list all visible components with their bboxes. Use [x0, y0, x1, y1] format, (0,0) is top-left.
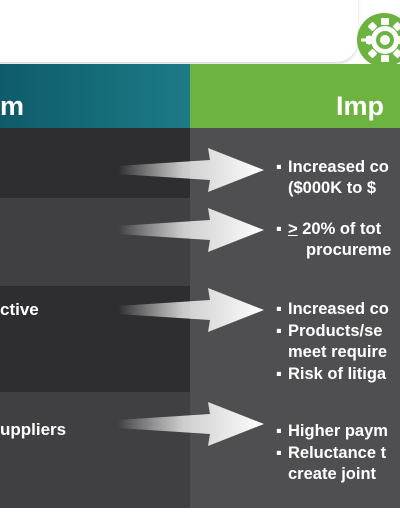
row-4-label: uppliers — [0, 420, 67, 439]
right-arrow-icon — [118, 208, 264, 252]
bottom-margin — [0, 508, 400, 516]
bullet-text: Risk of litiga — [288, 365, 387, 383]
row-3-bullet-2: ▪Products/se meet require — [276, 322, 388, 361]
title-card — [0, 0, 358, 62]
row-2-left — [0, 198, 190, 286]
row-2-bullet-1: ▪> 20% of tot procureme — [276, 220, 392, 259]
bullet-text-cont: procureme — [306, 241, 392, 259]
row-1-bullet-1: ▪Increased co ($000K to $ — [276, 158, 389, 197]
right-arrow-icon — [118, 402, 264, 446]
bullet-text: Increased co — [288, 300, 389, 318]
header-left-label: m — [0, 91, 25, 121]
right-arrow-icon — [118, 148, 264, 192]
row-4-bullet-2: ▪Reluctance t create joint — [276, 444, 387, 483]
bullet-text-cont: create joint — [288, 465, 377, 483]
row-3-bullet-1: ▪Increased co — [276, 300, 389, 318]
bullet-text: Products/se — [288, 322, 383, 340]
header-left-bar — [0, 64, 190, 128]
row-3-label: ctive — [0, 300, 39, 319]
header-right-label: Imp — [336, 91, 385, 121]
header-right-bar — [190, 64, 400, 128]
bullet-text: 20% of tot — [297, 220, 382, 238]
row-4-left — [0, 392, 190, 508]
right-arrow-icon — [118, 288, 264, 332]
row-4-bullet-1: ▪Higher paym — [276, 422, 388, 440]
bullet-text: Higher paym — [288, 422, 388, 440]
bullet-text: Increased co — [288, 158, 389, 176]
row-3-bullet-3: ▪Risk of litiga — [276, 365, 387, 383]
gear-cogs-icon — [354, 10, 400, 67]
bullet-text-cont: meet require — [288, 343, 388, 361]
bullet-prefix: > — [288, 220, 298, 238]
bullet-text: Reluctance t — [288, 444, 387, 462]
bullet-text-cont: ($000K to $ — [288, 179, 377, 197]
row-1-left — [0, 128, 190, 198]
